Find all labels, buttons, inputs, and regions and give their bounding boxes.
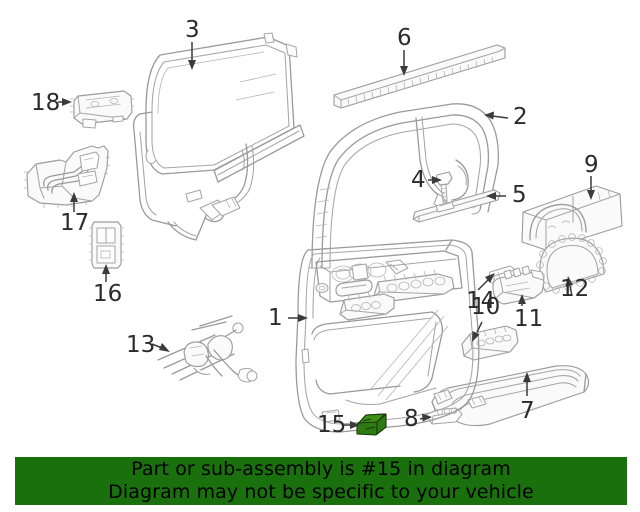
part-13-wiring-harness <box>157 315 258 383</box>
callout-label-7: 7 <box>520 398 535 424</box>
callout-leaders <box>58 42 595 429</box>
part-2-window-frame-seal <box>309 103 499 269</box>
info-banner: Part or sub-assembly is #15 in diagram D… <box>15 457 627 505</box>
callout-label-4: 4 <box>411 167 426 193</box>
part-12-speaker-grille <box>536 233 607 294</box>
part-11-window-switch <box>492 265 545 305</box>
banner-line-2: Diagram may not be specific to your vehi… <box>108 481 534 503</box>
callout-label-13: 13 <box>126 332 156 358</box>
part-5-trim-strip <box>412 189 501 223</box>
callout-label-16: 16 <box>93 281 123 307</box>
callout-label-17: 17 <box>60 210 90 236</box>
callout-label-8: 8 <box>404 406 419 432</box>
callout-label-3: 3 <box>185 17 200 43</box>
callout-label-5: 5 <box>512 182 527 208</box>
part-1-door-trim-panel <box>295 239 480 433</box>
part-9-upper-trim-cover <box>521 185 623 251</box>
callout-label-9: 9 <box>584 152 599 178</box>
callout-label-12: 12 <box>560 276 590 302</box>
banner-line-1: Part or sub-assembly is #15 in diagram <box>131 458 511 480</box>
part-6-belt-weatherstrip <box>333 44 506 109</box>
callout-label-18: 18 <box>31 90 61 116</box>
part-10-switch-bezel <box>461 325 519 361</box>
callout-label-11: 11 <box>514 306 544 332</box>
callout-label-14: 14 <box>466 288 496 314</box>
part-18-memory-switch-panel <box>70 90 134 129</box>
part-17-seat-adjust-switch-panel <box>24 145 111 208</box>
callout-label-2: 2 <box>513 104 528 130</box>
part-15-highlighted-clip <box>356 413 387 436</box>
callout-label-6: 6 <box>397 25 412 51</box>
part-16-connector <box>89 221 124 269</box>
callout-label-15: 15 <box>317 412 347 438</box>
callout-label-1: 1 <box>268 305 283 331</box>
callout-label-10: 10 <box>471 294 501 320</box>
part-3-door-window-glass <box>132 32 305 241</box>
